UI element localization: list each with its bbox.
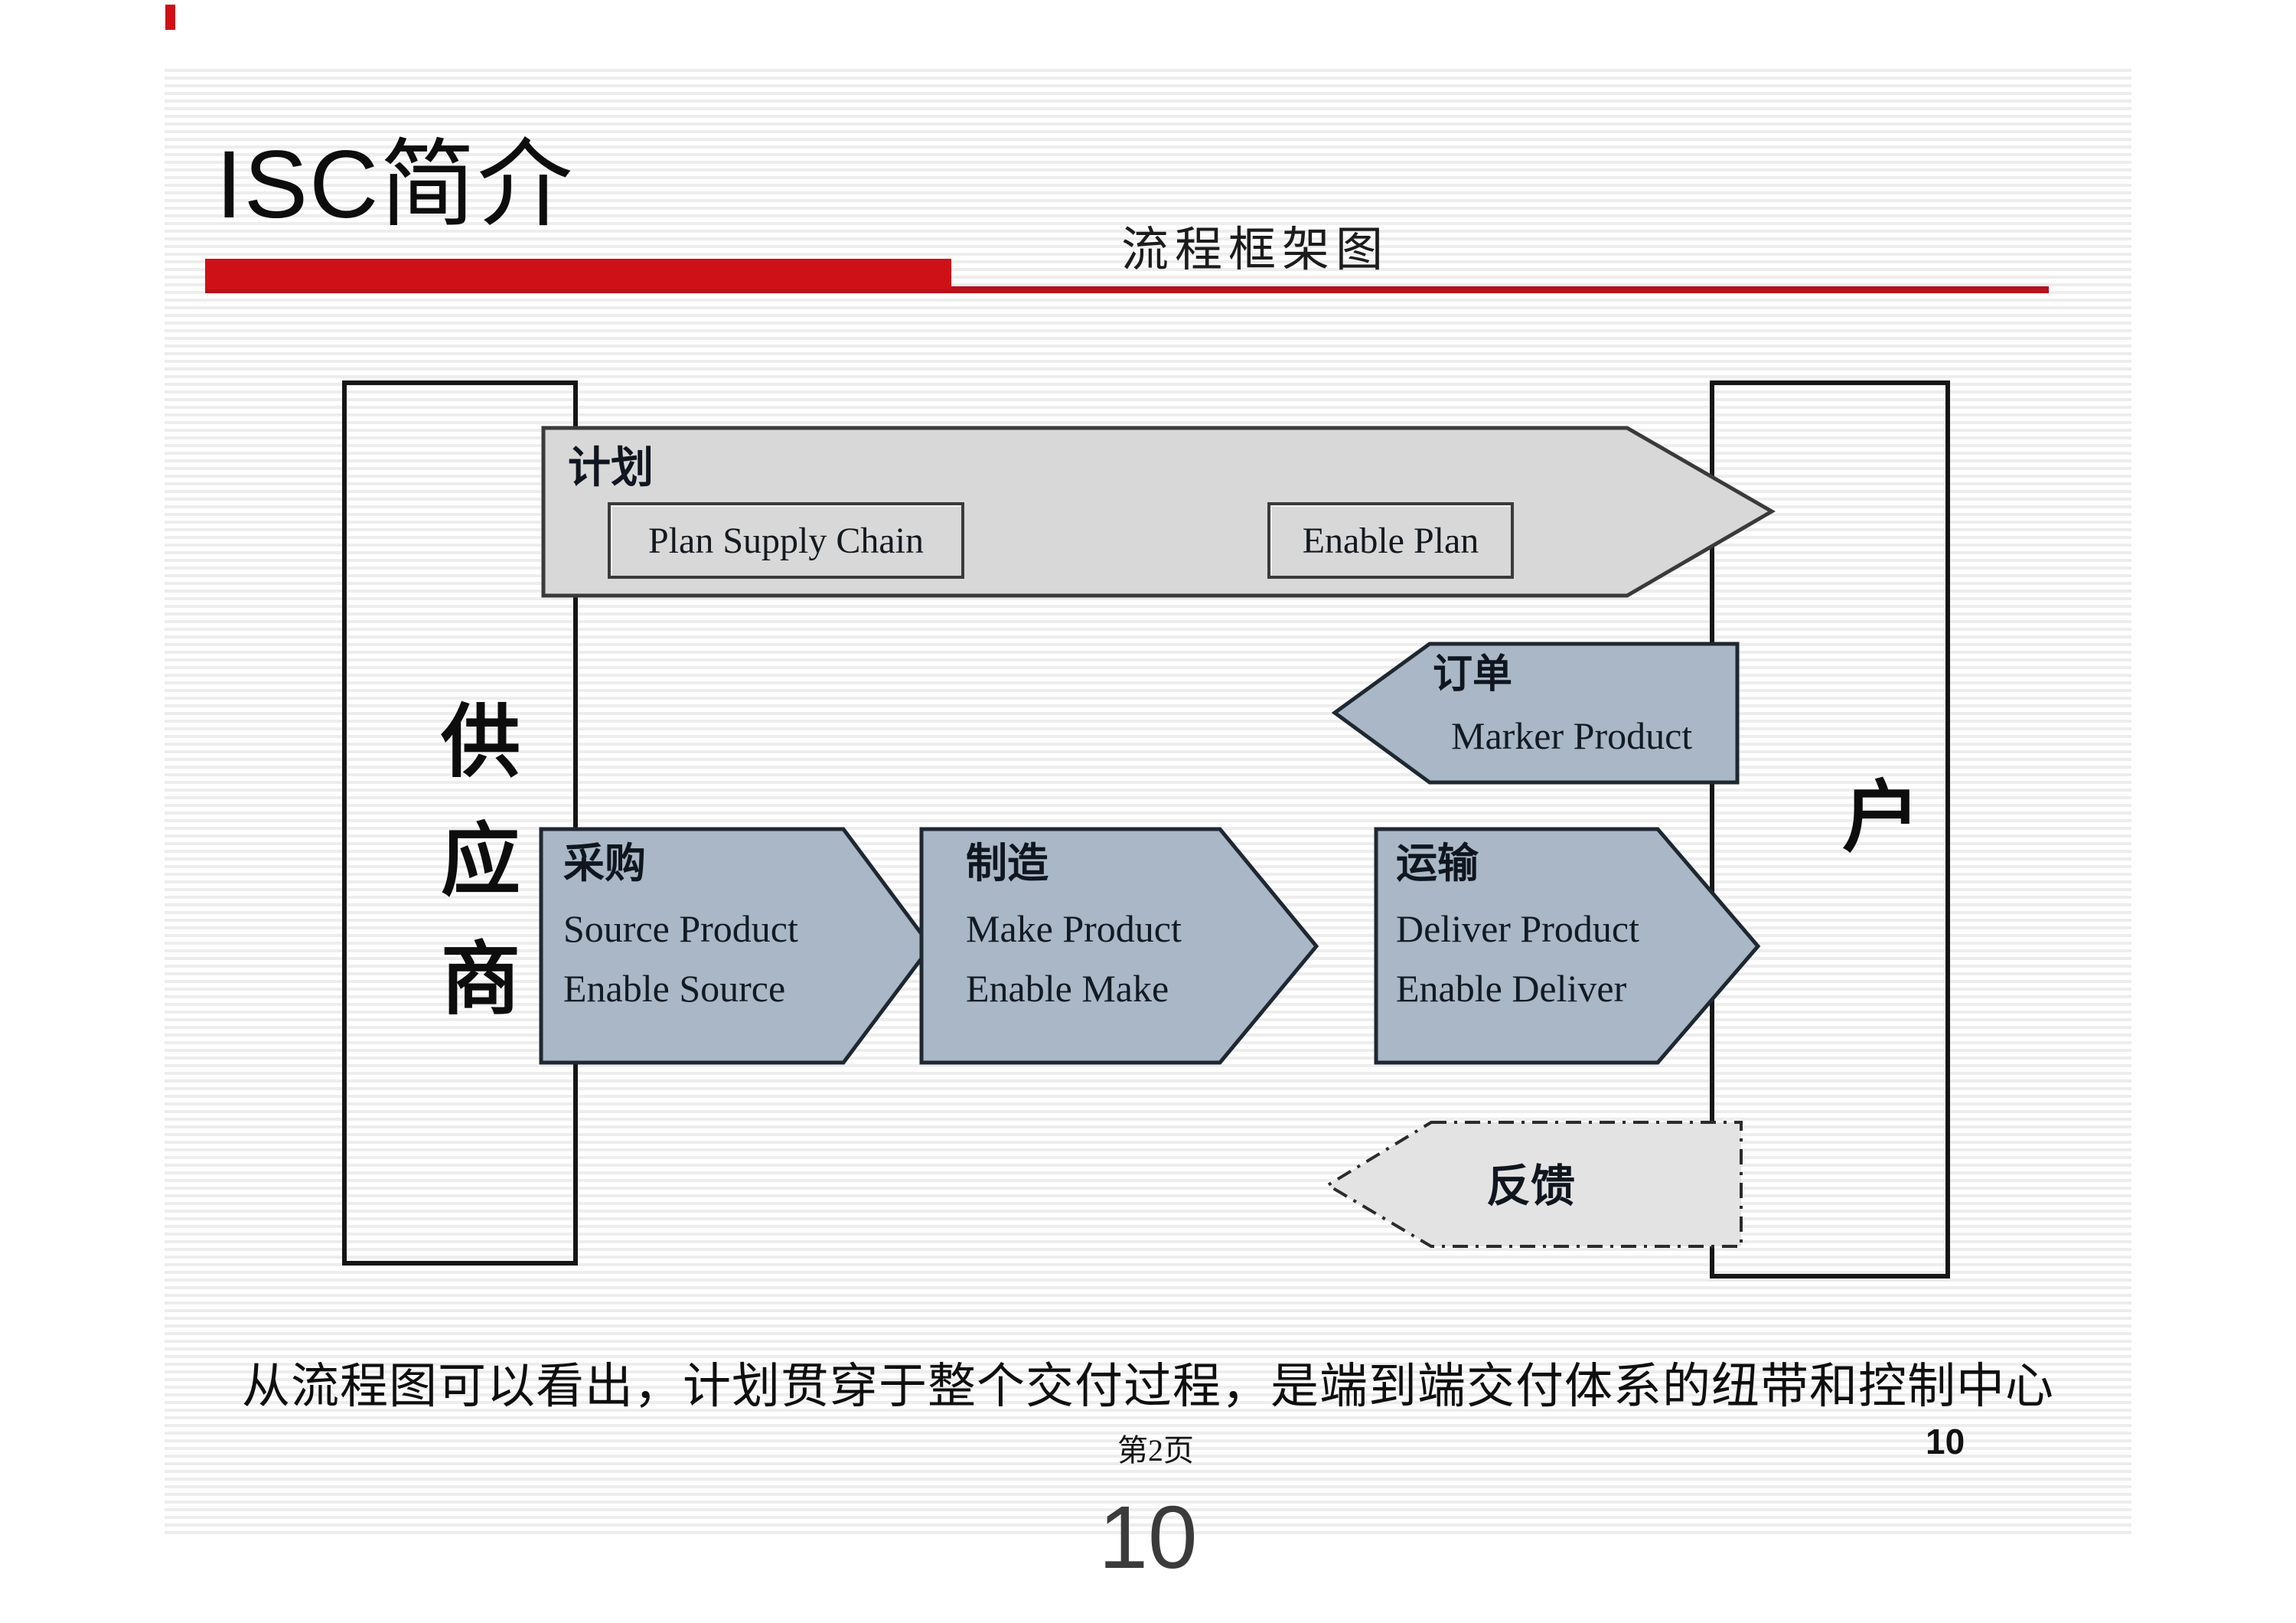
supplier-label: 供应商 [440, 699, 520, 1024]
source-arrow-label: 采购 [563, 841, 646, 887]
plan-arrow-label: 计划 [568, 445, 654, 492]
footer-page-number: 10 [1926, 1422, 1965, 1461]
page-title: ISC简介 [216, 132, 575, 238]
make-arrow-label: 制造 [966, 841, 1049, 887]
slide-caption: 从流程图可以看出，计划贯穿于整个交付过程，是端到端交付体系的纽带和控制中心 [242, 1360, 2054, 1413]
order-arrow-label: 订单 [1433, 653, 1513, 697]
title-rule-thick [205, 259, 951, 289]
customer-label: 户 [1842, 776, 1920, 862]
footer-page-label: 第2页 [1117, 1433, 1194, 1468]
make-arrow-line1: Make Product [966, 907, 1182, 950]
deliver-arrow-line2: Enable Deliver [1396, 967, 1627, 1010]
deliver-arrow-text-block: 运输 Deliver Product Enable Deliver [1396, 841, 1639, 1026]
order-arrow-text: Marker Product [1451, 714, 1693, 757]
deliver-arrow-label: 运输 [1396, 841, 1479, 887]
plan-supply-chain-text: Plan Supply Chain [647, 520, 925, 561]
title-rule-thin [205, 286, 2049, 293]
enable-plan-text: Enable Plan [1302, 520, 1479, 561]
source-arrow-line1: Source Product [563, 907, 798, 950]
plan-supply-chain-box: Plan Supply Chain [608, 502, 964, 579]
feedback-arrow-label: 反馈 [1486, 1161, 1575, 1211]
deliver-arrow-line1: Deliver Product [1396, 907, 1639, 950]
slide-subtitle: 流程框架图 [1120, 224, 1389, 276]
corner-accent-mark [165, 5, 175, 30]
source-arrow-text-block: 采购 Source Product Enable Source [563, 841, 798, 1026]
bottom-page-number: 10 [1098, 1487, 1198, 1587]
make-arrow-line2: Enable Make [966, 967, 1169, 1010]
source-arrow-line2: Enable Source [563, 967, 786, 1010]
enable-plan-box: Enable Plan [1267, 502, 1514, 579]
make-arrow-text-block: 制造 Make Product Enable Make [966, 841, 1182, 1026]
